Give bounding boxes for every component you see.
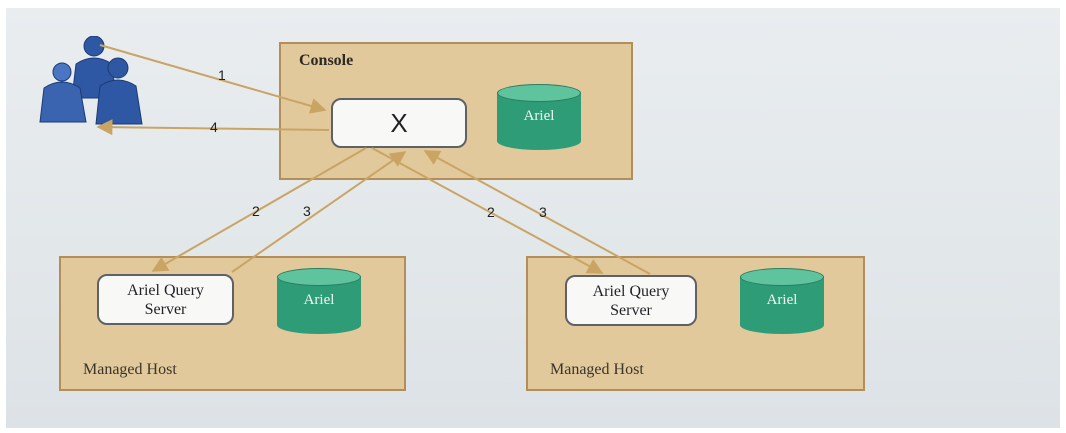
arrow-step-2-left [151,147,367,272]
step-label-3-left: 3 [303,203,311,219]
host2-ariel-label: Ariel [766,292,798,308]
console-title: Console [299,52,354,69]
console-ariel-label: Ariel [523,108,555,124]
server-label-line2: Server [144,300,187,318]
server-label-line1: Ariel Query [592,282,670,300]
arrow-step-2-right [371,147,604,274]
step-label-4: 4 [210,119,218,135]
host1-ariel-label: Ariel [303,292,335,308]
managed-host-title-2: Managed Host [550,361,644,378]
console-controller-node: X [331,98,467,148]
console-ariel-database-icon: Ariel [497,84,581,150]
managed-host-title-1: Managed Host [83,361,177,378]
server-label-line1: Ariel Query [127,281,204,299]
step-label-3-right: 3 [539,204,547,220]
users-icon [39,36,143,125]
arrow-step-1 [99,44,327,114]
host1-ariel-database-icon: Ariel [277,268,361,334]
arrow-step-3-left [231,151,407,273]
step-label-1: 1 [218,67,226,83]
server-label-line2: Server [610,301,652,319]
step-label-2-left: 2 [252,203,260,219]
arrow-step-4 [96,119,330,136]
host2-ariel-database-icon: Ariel [740,268,824,334]
arrow-step-3-right [423,150,651,275]
ariel-query-server-node-2: Ariel Query Server [565,275,697,326]
step-label-2-right: 2 [487,204,495,220]
ariel-query-server-node-1: Ariel Query Server [97,274,234,325]
